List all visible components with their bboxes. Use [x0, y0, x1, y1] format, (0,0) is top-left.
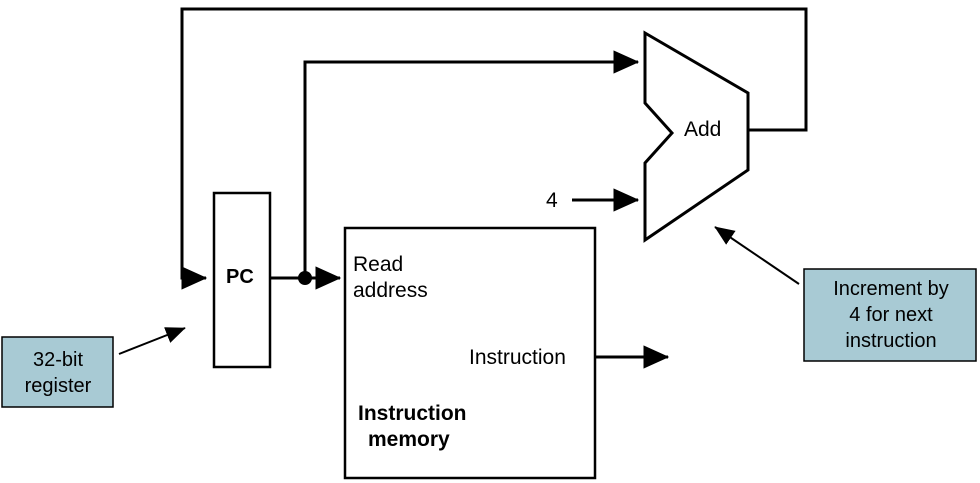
- instruction-memory-block: [343, 226, 597, 480]
- increment-callout-line-3: instruction: [845, 330, 937, 352]
- increment-callout-box: [803, 268, 977, 362]
- register-callout-line-2: register: [24, 375, 92, 397]
- instruction-memory-title-line-1: Instruction: [358, 402, 467, 425]
- register-width-callout-text: 32-bit register: [3, 347, 113, 399]
- increment-callout-text: Increment by 4 for next instruction: [810, 276, 972, 354]
- adder-alu-shape: [643, 30, 750, 243]
- register-width-callout-box: [1, 336, 114, 408]
- increment-callout-arrow: [714, 226, 800, 285]
- wire-pc-branch-to-adder: [303, 50, 640, 278]
- read-address-line-1: Read: [353, 253, 404, 276]
- pc-label: PC: [226, 266, 254, 288]
- register-callout-line-1: 32-bit: [32, 349, 84, 371]
- wire-junction-dot: [298, 271, 312, 285]
- read-address-line-2: address: [353, 278, 428, 302]
- program-counter-register: [212, 191, 272, 369]
- wire-pc-feedback-from-adder: [180, 7, 808, 290]
- instruction-port-label: Instruction: [469, 346, 566, 369]
- instruction-memory-title-line-2: memory: [368, 427, 450, 451]
- read-address-port-label: Read address: [353, 252, 428, 303]
- constant-four-label: 4: [546, 189, 558, 212]
- adder-label: Add: [684, 118, 722, 141]
- increment-callout-line-1: Increment by: [833, 278, 949, 300]
- register-width-callout-arrow: [118, 327, 186, 355]
- increment-callout-line-2: 4 for next: [849, 304, 933, 326]
